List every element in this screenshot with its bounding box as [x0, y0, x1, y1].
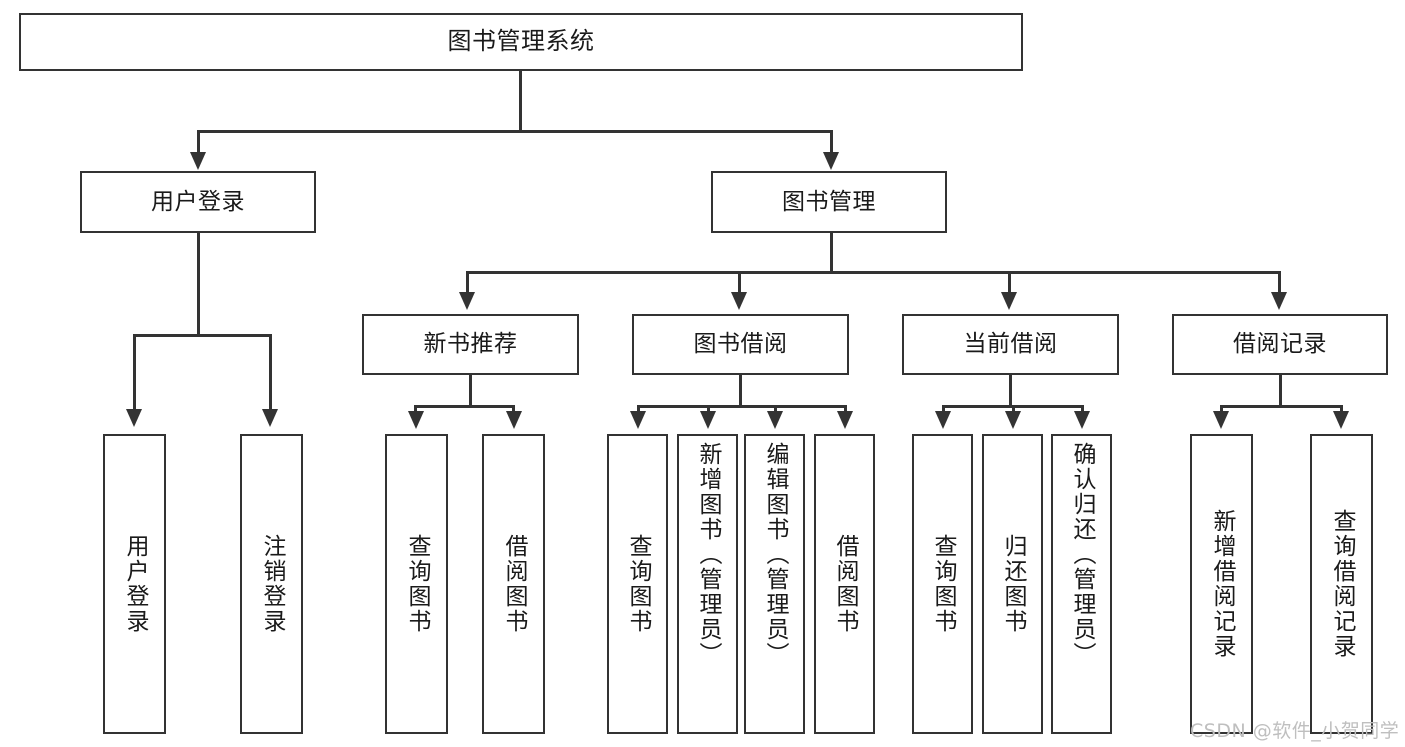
node-root-system[interactable]: 图书管理系统 — [19, 13, 1023, 71]
leaf-logout[interactable]: 注销登录 — [240, 434, 303, 734]
node-label: 查询图书 — [625, 534, 651, 634]
leaf-br-query-record[interactable]: 查询借阅记录 — [1310, 434, 1373, 734]
connector-user-login-bar — [133, 334, 272, 337]
node-label: 新书推荐 — [423, 331, 518, 358]
node-label: 用户登录 — [151, 188, 245, 215]
connector-root-to-user-login — [197, 130, 200, 157]
node-book-management[interactable]: 图书管理 — [711, 171, 947, 233]
node-label: 查询图书 — [930, 534, 956, 634]
connector-bb-child3 — [774, 405, 777, 415]
arrowhead-newbook-query — [408, 411, 424, 429]
arrowhead-book-borrow — [731, 292, 747, 310]
connector-cb-child3 — [1081, 405, 1084, 415]
leaf-user-login[interactable]: 用户登录 — [103, 434, 166, 734]
connector-book-mgmt-bar — [466, 271, 1280, 274]
arrowhead-current-borrow — [1001, 292, 1017, 310]
node-label: 借阅图书 — [832, 534, 858, 634]
arrowhead-br-add — [1213, 411, 1229, 429]
connector-br-child1 — [1220, 405, 1223, 415]
csdn-watermark: CSDN @软件_小贺同学 — [1190, 720, 1400, 742]
arrowhead-bb-edit — [767, 411, 783, 429]
node-book-borrow[interactable]: 图书借阅 — [632, 314, 849, 375]
node-label: 注销登录 — [259, 534, 285, 634]
connector-to-borrow-record — [1278, 271, 1281, 295]
arrowhead-newbook-borrow — [506, 411, 522, 429]
arrowhead-cb-return — [1005, 411, 1021, 429]
connector-user-login-stem — [197, 233, 200, 336]
leaf-bb-query-book[interactable]: 查询图书 — [607, 434, 668, 734]
node-label: 借阅记录 — [1233, 331, 1327, 358]
connector-new-book-child1 — [414, 405, 417, 415]
connector-new-book-stem — [469, 375, 472, 407]
connector-user-login-child2 — [269, 334, 272, 414]
node-label: 新增借阅记录 — [1209, 509, 1235, 659]
node-label: 图书借阅 — [693, 331, 788, 358]
leaf-cb-confirm-return-admin[interactable]: 确认归还（管理员） — [1051, 434, 1112, 734]
connector-borrow-record-bar — [1220, 405, 1343, 408]
leaf-newbook-query-book[interactable]: 查询图书 — [385, 434, 448, 734]
node-label: 当前借阅 — [963, 331, 1058, 358]
connector-root-bar — [197, 130, 833, 133]
connector-new-book-bar — [414, 405, 515, 408]
connector-borrow-record-stem — [1279, 375, 1282, 407]
connector-root-stem — [519, 71, 522, 132]
leaf-newbook-borrow-book[interactable]: 借阅图书 — [482, 434, 545, 734]
arrowhead-borrow-record — [1271, 292, 1287, 310]
node-user-login[interactable]: 用户登录 — [80, 171, 316, 233]
node-label: 编辑图书（管理员） — [762, 442, 788, 667]
node-label: 查询借阅记录 — [1329, 509, 1355, 659]
arrowhead-bb-add — [700, 411, 716, 429]
node-new-book-recommend[interactable]: 新书推荐 — [362, 314, 579, 375]
node-label: 查询图书 — [404, 534, 430, 634]
connector-bb-child1 — [637, 405, 640, 415]
node-label: 归还图书 — [1000, 534, 1026, 634]
leaf-br-add-record[interactable]: 新增借阅记录 — [1190, 434, 1253, 734]
connector-br-child2 — [1340, 405, 1343, 415]
connector-new-book-child2 — [512, 405, 515, 415]
arrowhead-cb-confirm — [1074, 411, 1090, 429]
arrowhead-bb-query — [630, 411, 646, 429]
node-current-borrow[interactable]: 当前借阅 — [902, 314, 1119, 375]
arrowhead-leaf-logout — [262, 409, 278, 427]
node-borrow-record[interactable]: 借阅记录 — [1172, 314, 1388, 375]
node-label: 新增图书（管理员） — [695, 442, 721, 667]
node-label: 图书管理 — [782, 188, 876, 215]
leaf-bb-edit-book-admin[interactable]: 编辑图书（管理员） — [744, 434, 805, 734]
node-label: 借阅图书 — [501, 534, 527, 634]
leaf-bb-add-book-admin[interactable]: 新增图书（管理员） — [677, 434, 738, 734]
connector-current-borrow-stem — [1009, 375, 1012, 407]
arrowhead-book-mgmt — [823, 152, 839, 170]
arrowhead-br-query — [1333, 411, 1349, 429]
leaf-cb-query-book[interactable]: 查询图书 — [912, 434, 973, 734]
connector-current-borrow-bar — [942, 405, 1081, 408]
connector-cb-child2 — [1012, 405, 1015, 415]
connector-cb-child1 — [942, 405, 945, 415]
arrowhead-cb-query — [935, 411, 951, 429]
connector-bb-child2 — [707, 405, 710, 415]
node-label: 确认归还（管理员） — [1069, 442, 1095, 667]
arrowhead-bb-borrow — [837, 411, 853, 429]
connector-book-mgmt-stem — [830, 233, 833, 273]
leaf-cb-return-book[interactable]: 归还图书 — [982, 434, 1043, 734]
connector-user-login-child1 — [133, 334, 136, 414]
connector-book-borrow-bar — [637, 405, 845, 408]
arrowhead-leaf-user-login — [126, 409, 142, 427]
connector-to-book-borrow — [738, 271, 741, 295]
arrowhead-user-login — [190, 152, 206, 170]
node-label: 用户登录 — [122, 534, 148, 634]
node-label: 图书管理系统 — [447, 27, 595, 56]
connector-to-new-book — [466, 271, 469, 295]
connector-book-borrow-stem — [739, 375, 742, 407]
connector-root-to-book-mgmt — [830, 130, 833, 157]
arrowhead-new-book — [459, 292, 475, 310]
leaf-bb-borrow-book[interactable]: 借阅图书 — [814, 434, 875, 734]
connector-to-current-borrow — [1008, 271, 1011, 295]
connector-bb-child4 — [844, 405, 847, 415]
